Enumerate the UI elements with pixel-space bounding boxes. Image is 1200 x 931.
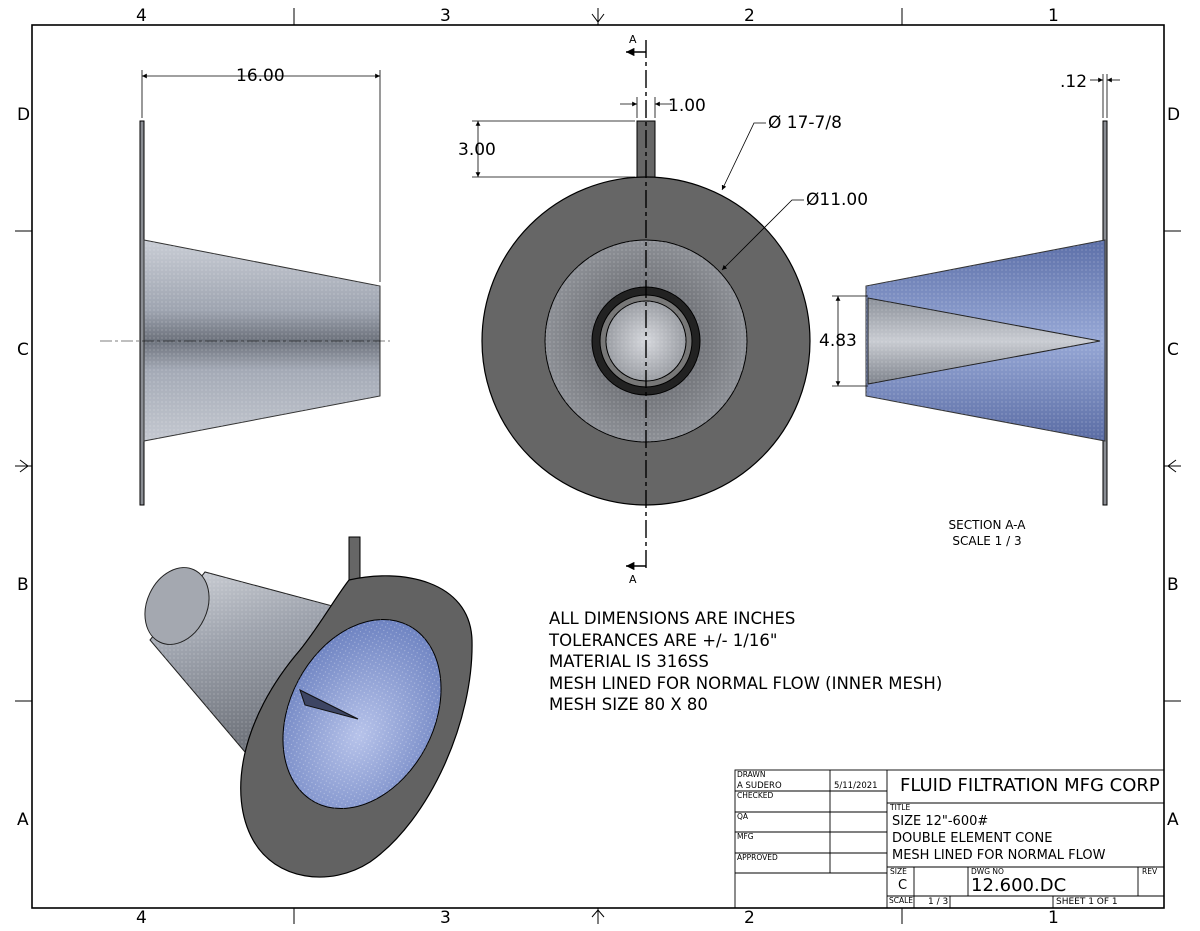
zone-row-c-left: C <box>17 340 29 360</box>
tb-title-line: SIZE 12"-600# <box>892 814 989 829</box>
tb-title-label: TITLE <box>890 803 911 812</box>
tb-dwg-label: DWG NO <box>971 867 1004 876</box>
tb-drawn-by: A SUDERO <box>737 781 782 791</box>
note-line: TOLERANCES ARE +/- 1/16" <box>549 630 778 650</box>
tb-scale-label: SCALE <box>889 896 914 905</box>
tb-rev-label: REV <box>1142 867 1158 876</box>
section-title: SECTION A-A <box>948 518 1026 532</box>
dim-mesh-dia: Ø11.00 <box>806 190 869 210</box>
zone-row-c-right: C <box>1167 340 1179 360</box>
note-line: MESH LINED FOR NORMAL FLOW (INNER MESH) <box>549 673 943 693</box>
dim-tab-height: 3.00 <box>458 140 496 160</box>
zone-col-3-bottom: 3 <box>440 908 451 928</box>
section-view <box>832 74 1120 506</box>
zone-col-2-top: 2 <box>744 6 755 26</box>
zone-col-1-top: 1 <box>1048 6 1059 26</box>
section-scale: SCALE 1 / 3 <box>952 534 1022 548</box>
tb-drawn-date: 5/11/2021 <box>834 781 878 791</box>
zone-row-d-right: D <box>1167 105 1181 125</box>
tb-mfg-label: MFG <box>737 832 754 841</box>
zone-col-4-top: 4 <box>136 6 147 26</box>
zone-row-a-right: A <box>1167 810 1179 830</box>
tb-size: C <box>898 878 908 893</box>
tb-drawn-label: DRAWN <box>737 770 766 779</box>
zone-col-3-top: 3 <box>440 6 451 26</box>
zone-row-d-left: D <box>17 105 31 125</box>
side-view <box>100 70 390 506</box>
zone-col-1-bottom: 1 <box>1048 908 1059 928</box>
tb-title-lines: SIZE 12"-600# DOUBLE ELEMENT CONE MESH L… <box>892 813 1105 864</box>
tb-title-line: MESH LINED FOR NORMAL FLOW <box>892 848 1106 863</box>
section-cut-label-top: A <box>629 33 637 46</box>
tb-approved-label: APPROVED <box>737 853 778 862</box>
zone-col-4-bottom: 4 <box>136 908 147 928</box>
dim-inner-cone-height: 4.83 <box>819 331 857 351</box>
section-cut-label-bottom: A <box>629 573 637 586</box>
tb-size-label: SIZE <box>890 867 907 876</box>
dim-flange-dia: Ø 17-7/8 <box>768 113 842 133</box>
tb-company: FLUID FILTRATION MFG CORP <box>900 775 1160 796</box>
dim-thickness: .12 <box>1060 72 1088 92</box>
general-notes: ALL DIMENSIONS ARE INCHES TOLERANCES ARE… <box>549 608 942 716</box>
title-block-frame <box>734 769 1165 909</box>
note-line: MESH SIZE 80 X 80 <box>549 695 708 714</box>
tb-checked-label: CHECKED <box>737 791 774 800</box>
tb-sheet: SHEET 1 OF 1 <box>1056 897 1118 907</box>
tb-qa-label: QA <box>737 812 749 821</box>
note-line: MATERIAL IS 316SS <box>549 652 709 671</box>
zone-col-2-bottom: 2 <box>744 908 755 928</box>
drawing-border <box>15 8 1181 924</box>
dim-cone-length: 16.00 <box>236 66 285 86</box>
dim-tab-width: 1.00 <box>668 96 706 116</box>
tb-title-line: DOUBLE ELEMENT CONE <box>892 831 1053 846</box>
zone-row-a-left: A <box>17 810 29 830</box>
section-caption: SECTION A-A SCALE 1 / 3 <box>932 517 1042 549</box>
isometric-view <box>144 536 473 878</box>
front-view <box>472 40 811 571</box>
note-line: ALL DIMENSIONS ARE INCHES <box>549 609 796 628</box>
zone-row-b-right: B <box>1167 575 1179 595</box>
tb-dwg-no: 12.600.DC <box>971 875 1067 896</box>
tb-scale: 1 / 3 <box>928 897 949 907</box>
zone-row-b-left: B <box>17 575 29 595</box>
